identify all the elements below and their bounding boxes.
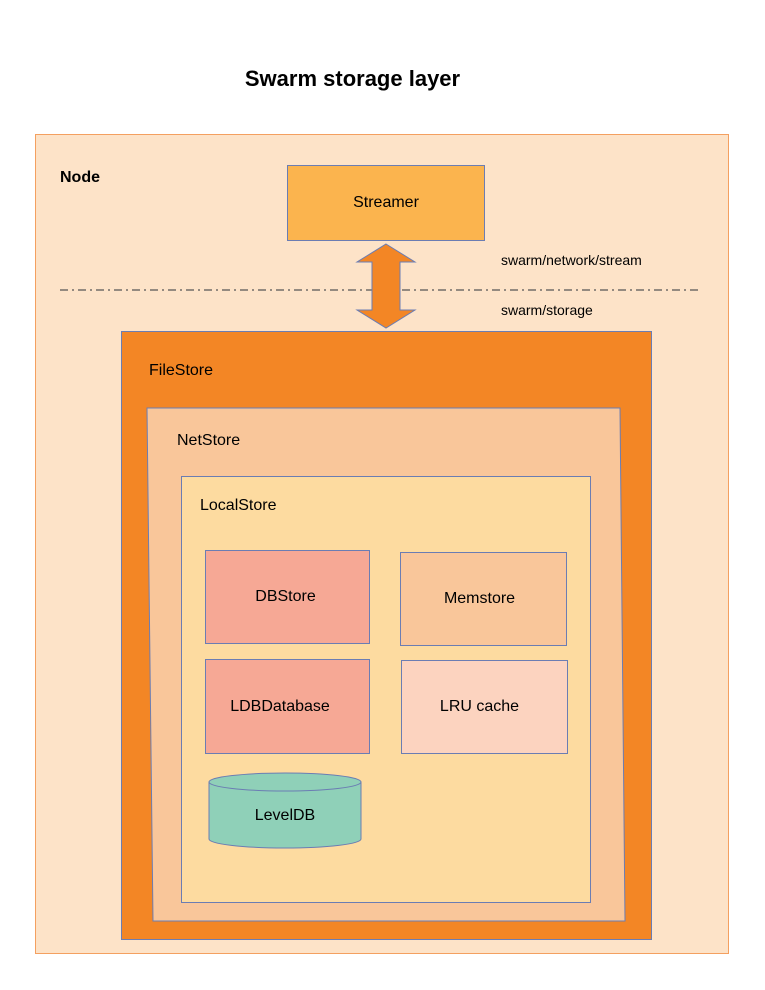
- streamer-label: Streamer: [353, 194, 419, 211]
- lru-cache-box: LRU cache: [401, 660, 568, 754]
- memstore-label: Memstore: [443, 590, 516, 607]
- network-stream-path: swarm/network/stream: [501, 252, 642, 268]
- netstore-label: NetStore: [177, 432, 241, 449]
- ldbdatabase-box: LDBDatabase: [205, 659, 370, 754]
- node-label: Node: [60, 169, 100, 186]
- dbstore-label: DBStore: [255, 588, 316, 605]
- leveldb-cylinder-body: [208, 781, 362, 849]
- storage-path: swarm/storage: [501, 302, 593, 318]
- memstore-box: Memstore: [400, 552, 567, 646]
- dbstore-box: DBStore: [205, 550, 370, 644]
- leveldb-cylinder-top: [208, 772, 362, 792]
- filestore-label: FileStore: [149, 362, 214, 379]
- diagram-title: Swarm storage layer: [244, 66, 461, 91]
- double-arrow: [355, 243, 417, 329]
- streamer-box: Streamer: [287, 165, 485, 241]
- ldbdatabase-label: LDBDatabase: [230, 697, 330, 715]
- leveldb-label: LevelDB: [254, 807, 316, 824]
- lru-cache-label: LRU cache: [439, 698, 520, 715]
- localstore-label: LocalStore: [200, 497, 277, 514]
